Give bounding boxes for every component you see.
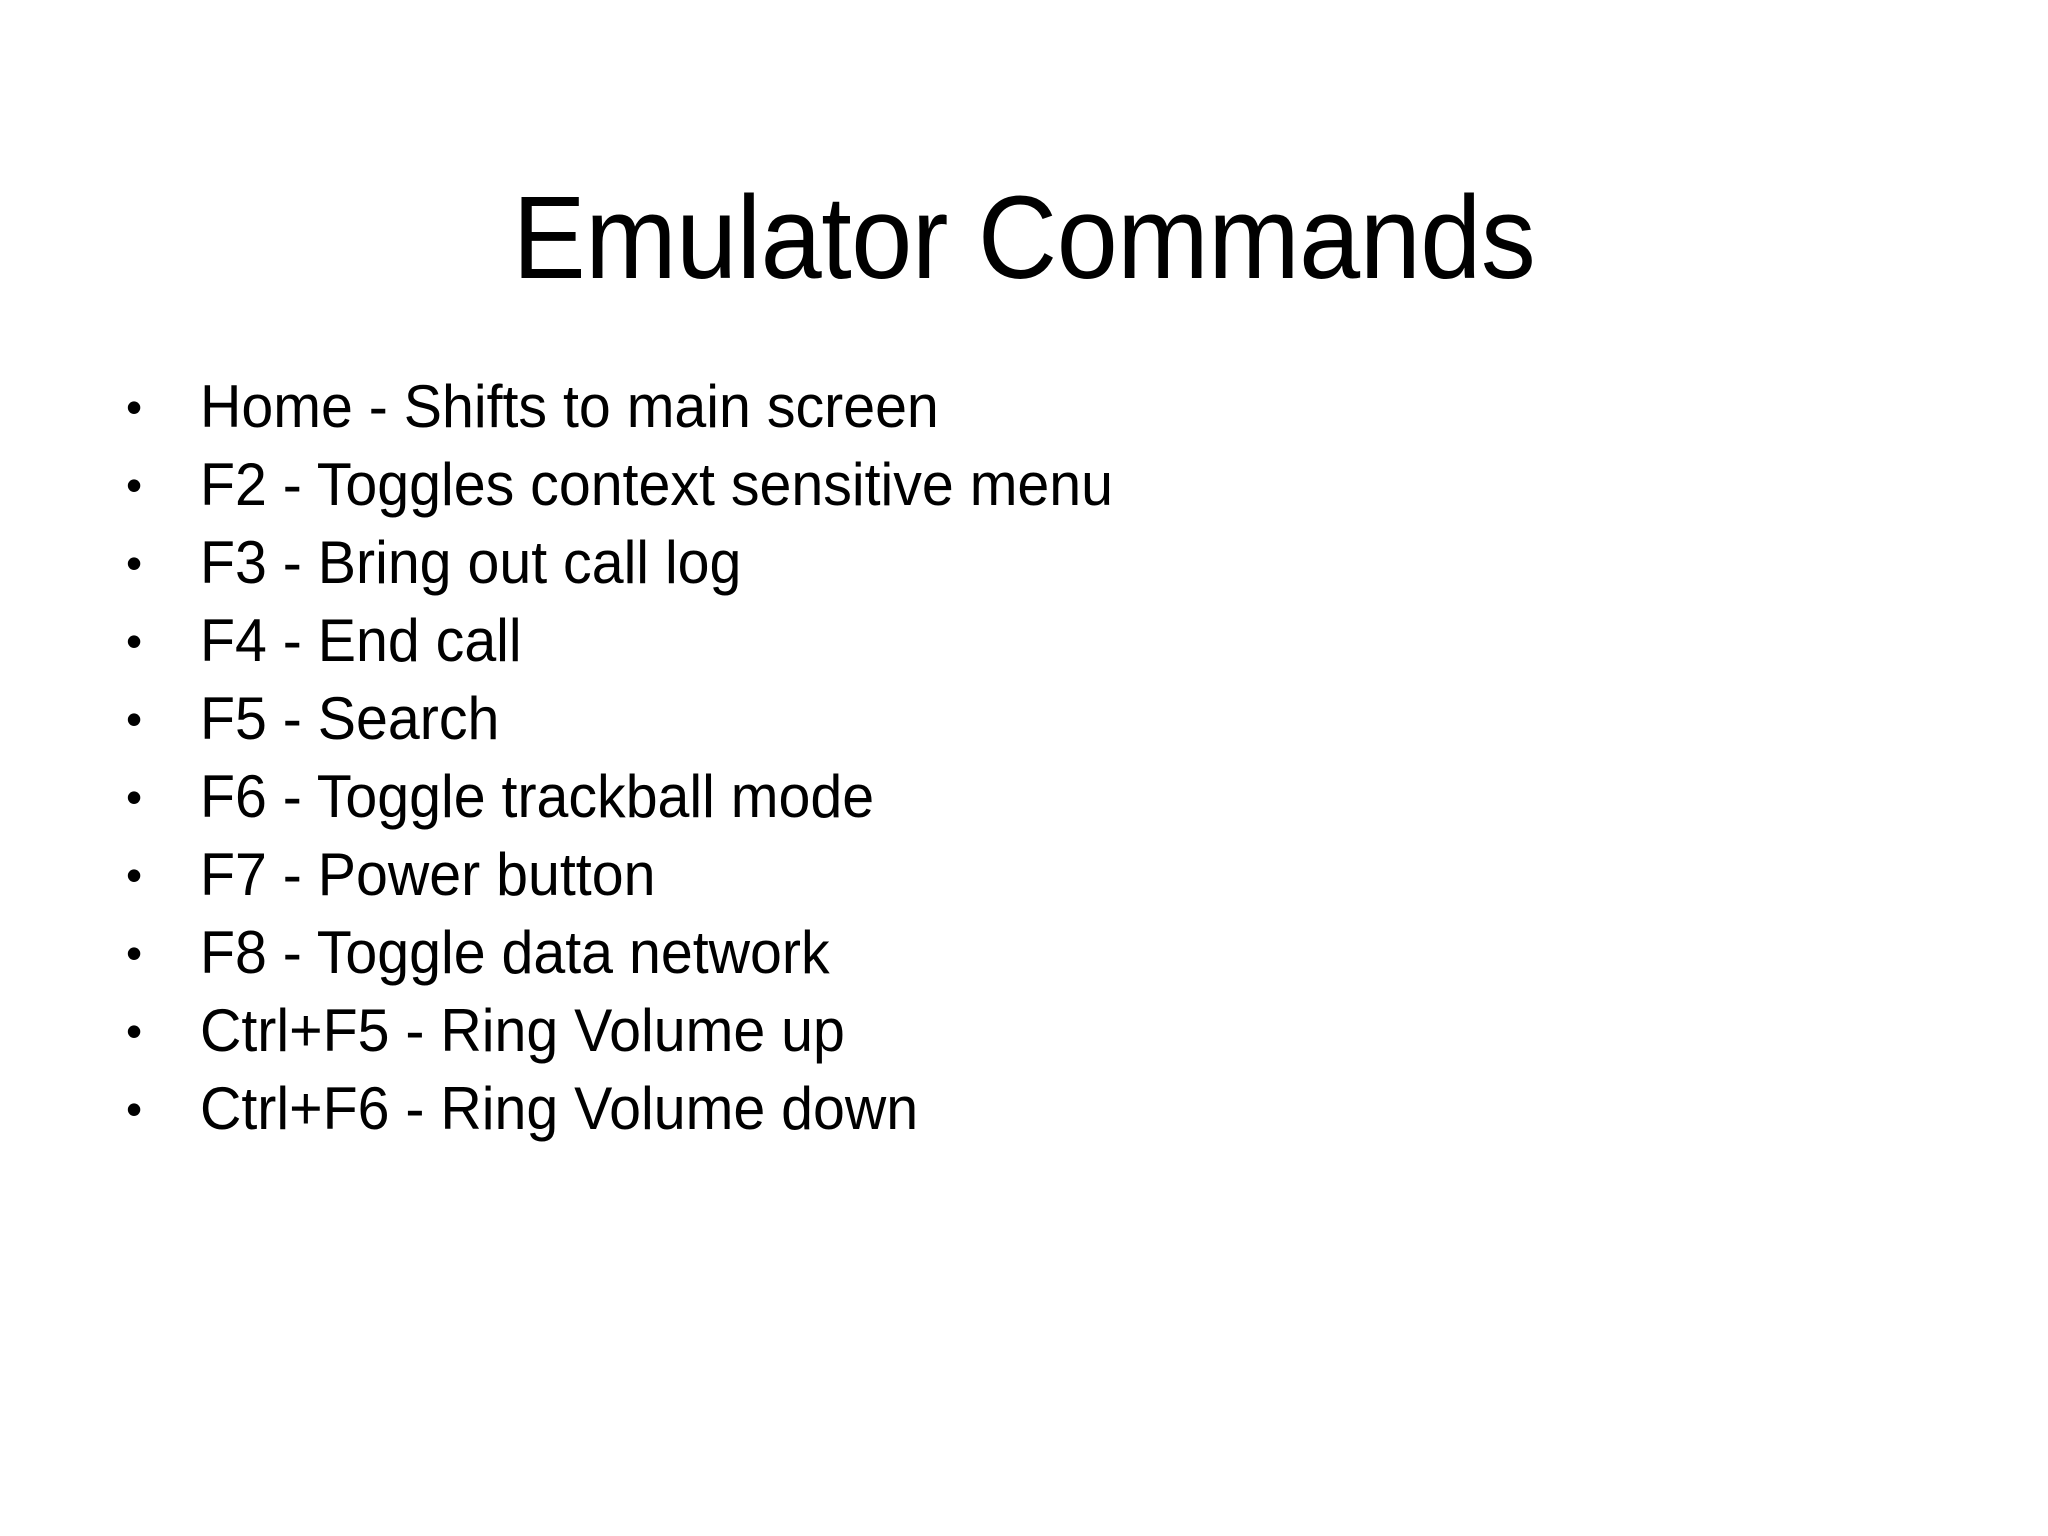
bullet-dot-icon: • [126,381,143,433]
bullet-dot-icon: • [126,615,143,667]
bullet-dot-icon: • [126,459,143,511]
bullet-dot-icon: • [126,537,143,589]
list-item-label: Home - Shifts to main screen [200,373,939,440]
list-item: • Ctrl+F5 - Ring Volume up [96,992,1956,1070]
list-item-label: F8 - Toggle data network [200,919,830,986]
bullet-dot-icon: • [126,927,143,979]
list-item-label: Ctrl+F5 - Ring Volume up [200,997,845,1064]
list-item: • Home - Shifts to main screen [96,368,1956,446]
list-item-label: F6 - Toggle trackball mode [200,763,875,830]
bullet-dot-icon: • [126,1005,143,1057]
list-item: • F5 - Search [96,680,1956,758]
list-item: • F3 - Bring out call log [96,524,1956,602]
list-item: • F4 - End call [96,602,1956,680]
list-item-label: F3 - Bring out call log [200,529,742,596]
bullet-dot-icon: • [126,693,143,745]
list-item-label: F7 - Power button [200,841,656,908]
list-item: • F6 - Toggle trackball mode [96,758,1956,836]
bullet-dot-icon: • [126,849,143,901]
list-item: • F2 - Toggles context sensitive menu [96,446,1956,524]
bullet-dot-icon: • [126,771,143,823]
list-item: • F8 - Toggle data network [96,914,1956,992]
list-item: • Ctrl+F6 - Ring Volume down [96,1070,1956,1148]
bullet-dot-icon: • [126,1083,143,1135]
slide-title-placeholder: Emulator Commands [128,92,1920,385]
list-item: • F7 - Power button [96,836,1956,914]
page-title: Emulator Commands [512,172,1536,305]
list-item-label: F4 - End call [200,607,522,674]
list-item-label: F2 - Toggles context sensitive menu [200,451,1114,518]
list-item-label: Ctrl+F6 - Ring Volume down [200,1075,919,1142]
slide-body-placeholder: • Home - Shifts to main screen • F2 - To… [96,368,1956,1148]
list-item-label: F5 - Search [200,685,500,752]
emulator-commands-list: • Home - Shifts to main screen • F2 - To… [96,368,1956,1148]
